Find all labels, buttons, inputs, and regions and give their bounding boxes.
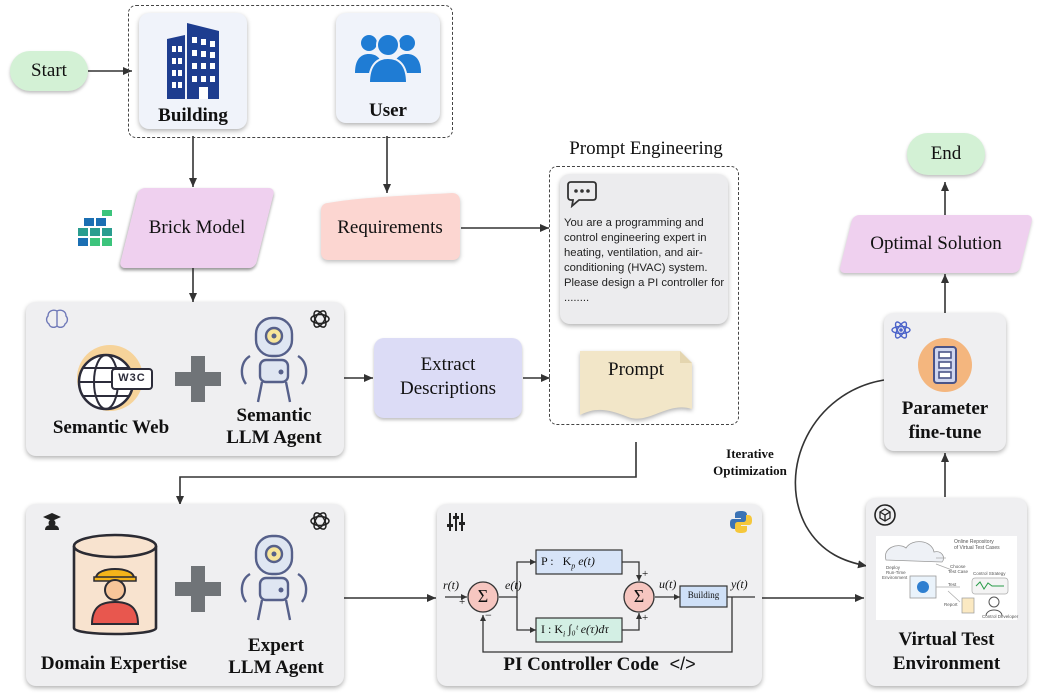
vte-thumb-developer: Control Developer <box>982 614 1019 619</box>
brick-schema-logo-icon <box>78 210 112 246</box>
signal-u: u(t) <box>659 577 677 591</box>
plant-label: Building <box>687 590 720 600</box>
sum-junction-1 <box>467 581 499 613</box>
inputs-group <box>128 5 453 138</box>
extract-descriptions-node: Extract Descriptions <box>374 338 522 418</box>
robot-agent-icon <box>240 534 308 621</box>
code-icon: </> <box>669 654 696 674</box>
optimal-solution-label: Optimal Solution <box>870 233 1002 254</box>
prompt-node: Prompt <box>578 345 694 425</box>
start-label: Start <box>31 60 67 81</box>
requirements-node: Requirements <box>320 193 460 261</box>
database-expert-icon <box>72 533 158 636</box>
semantic-agent-label-line1: Semantic <box>236 405 312 426</box>
pi-block-diagram <box>445 549 755 653</box>
iterative-optimization-label-line1: Iterative <box>726 446 774 461</box>
robot-agent-icon <box>240 316 308 403</box>
vte-thumb-deploy-line1: Deploy <box>886 565 901 570</box>
minus-sign-feedback: − <box>485 608 492 622</box>
vte-label-line1: Virtual Test <box>898 629 995 650</box>
chat-bubble-icon <box>567 181 597 208</box>
vte-thumb-deploy-line2: Run-Time <box>886 570 906 575</box>
virtual-test-environment-block: Online Repository of Virtual Test Cases … <box>866 498 1027 686</box>
brick-model-label: Brick Model <box>148 217 246 238</box>
end-node: End <box>907 133 985 175</box>
plus-icon <box>175 566 221 612</box>
graduate-icon <box>43 513 61 530</box>
openai-icon <box>310 310 330 328</box>
prompt-text-card: You are a programming and control engine… <box>560 174 728 324</box>
i-term-box <box>535 617 623 643</box>
atom-icon <box>891 321 911 339</box>
vte-label-line2: Environment <box>892 653 1001 674</box>
expert-agent-label-line2: LLM Agent <box>228 657 324 678</box>
vte-thumb-control-strategy: Control Strategy <box>973 571 1006 576</box>
prompt-engineering-group <box>549 166 739 425</box>
user-label: User <box>369 100 407 121</box>
w3c-badge: W3C <box>118 372 146 384</box>
semantic-agent-label-line2: LLM Agent <box>226 427 322 448</box>
sum-symbol-2: Σ <box>633 586 645 606</box>
prompt-label: Prompt <box>608 359 664 380</box>
vte-thumb-deploy-line3: Environment <box>882 575 908 580</box>
cube-icon <box>874 504 896 526</box>
sliders-icon <box>447 513 465 531</box>
signal-r: r(t) <box>443 578 459 592</box>
building-card: Building <box>139 13 247 129</box>
prompt-text: You are a programming and control engine… <box>564 217 725 304</box>
extract-label-line2: Descriptions <box>399 378 497 399</box>
sum-symbol-1: Σ <box>477 586 489 606</box>
vte-thumb-title-line2: of Virtual Test Cases <box>954 545 1000 551</box>
expert-agent-label-line1: Expert <box>248 635 304 656</box>
brain-icon <box>45 309 69 329</box>
pi-controller-label: PI Controller Code </> <box>503 654 696 675</box>
semantic-block: W3C Semantic Web Semantic LLM Agent <box>26 302 344 456</box>
brick-model-shape: Brick Model <box>129 188 265 268</box>
domain-expertise-block: Domain Expertise Expert LLM Agent <box>26 504 344 686</box>
start-node: Start <box>10 51 88 91</box>
semantic-web-label: Semantic Web <box>52 417 170 438</box>
extract-label-line1: Extract <box>420 354 476 375</box>
vte-thumb-title-line1: Online Repository <box>954 539 994 545</box>
vte-thumb-test: Test <box>948 582 957 587</box>
vte-thumb-choose-line2: Test Case <box>948 569 969 574</box>
iterative-optimization-label-line2: Optimization <box>713 463 787 478</box>
optimal-solution-node: Optimal Solution <box>846 215 1026 273</box>
plus-sign-i: + <box>642 612 649 624</box>
parameter-label-line1: Parameter <box>901 398 989 419</box>
plus-sign-r: + <box>459 596 466 608</box>
parameter-label-line2: fine-tune <box>908 422 982 443</box>
building-icon <box>167 23 219 99</box>
vte-screenshot-thumbnail: Online Repository of Virtual Test Cases … <box>876 536 1019 620</box>
plus-icon <box>175 356 221 402</box>
arrow-iterative-optimization <box>794 379 885 569</box>
plant-box <box>679 585 728 608</box>
sum-junction-2 <box>623 581 655 613</box>
python-icon <box>730 511 752 533</box>
semantic-web-icon <box>77 345 153 411</box>
i-term-label: I : Ki ∫₀ᵗ e(τ)dτ <box>541 622 609 639</box>
vte-thumb-report: Report <box>944 602 958 607</box>
vte-thumb-choose-line1: Choose <box>950 564 966 569</box>
plus-sign-p: + <box>642 568 649 580</box>
pi-controller-block: r(t) e(t) u(t) y(t) Σ Σ + − + + P : Kp e… <box>437 504 762 686</box>
user-card: User <box>336 13 440 123</box>
domain-expertise-label: Domain Expertise <box>40 653 188 674</box>
parameter-fine-tune-block: Parameter fine-tune <box>884 313 1006 451</box>
settings-list-icon <box>918 338 972 392</box>
arrow-prompt-to-expert <box>176 442 637 505</box>
p-term-label: P : Kp e(t) <box>541 554 595 571</box>
users-icon <box>355 33 421 83</box>
building-label: Building <box>158 105 228 126</box>
signal-e: e(t) <box>505 578 522 592</box>
p-term-box <box>535 549 623 575</box>
openai-icon <box>310 512 330 530</box>
prompt-engineering-title: Prompt Engineering <box>569 138 723 159</box>
requirements-label: Requirements <box>337 217 443 238</box>
end-label: End <box>930 143 962 164</box>
signal-y: y(t) <box>731 577 748 591</box>
